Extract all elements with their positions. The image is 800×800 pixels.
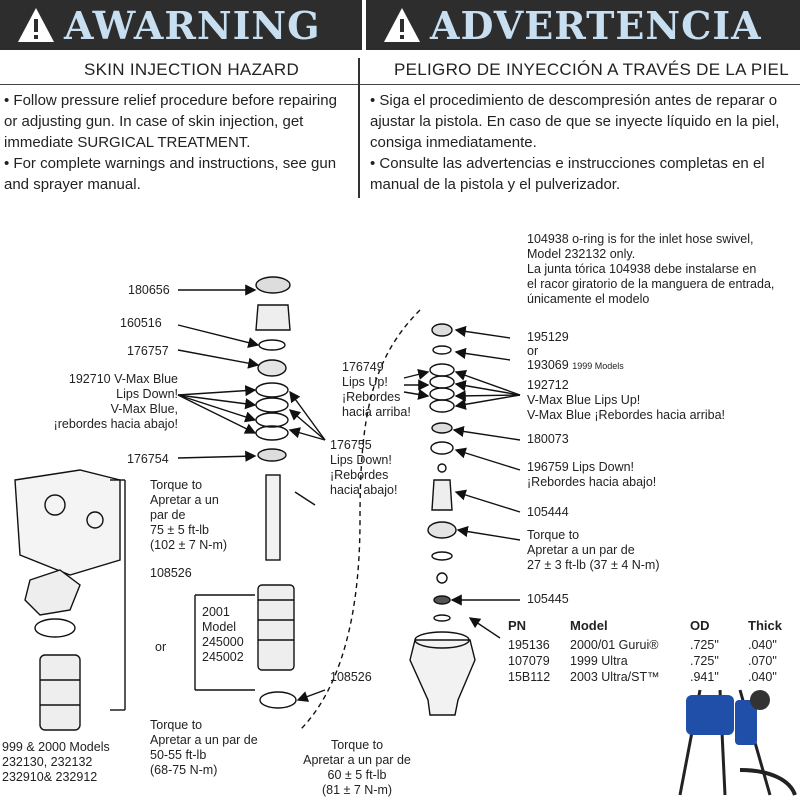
label-176754: 176754 [127, 452, 169, 466]
subtitle-en: SKIN INJECTION HAZARD [84, 60, 300, 79]
column-divider [358, 58, 360, 198]
label-105445: 105445 [527, 592, 569, 606]
bullet-es-2: • Consulte las advertencias e instruccio… [370, 155, 765, 193]
table-header-pn: PN [508, 618, 527, 633]
label-180073: 180073 [527, 432, 569, 446]
label-999-2000-models: 999 & 2000 Models 232130, 232132 232910&… [2, 740, 110, 784]
table-cell: 195136 [508, 638, 550, 652]
label-196759: 196759 Lips Down! ¡Rebordes hacia abajo! [527, 460, 657, 489]
table-cell: .040" [748, 670, 777, 684]
label-193069-note: 1999 Models [572, 361, 624, 371]
label-or-left: or [155, 640, 167, 654]
bullets-es: • Siga el procedimiento de descompresión… [370, 90, 800, 195]
label-160516: 160516 [120, 316, 162, 330]
sprayer-photo [678, 689, 797, 796]
label-torque-50-55: Torque to Apretar a un par de 50-55 ft-l… [150, 718, 258, 777]
table-cell: 15B112 [508, 670, 551, 684]
table-cell: .725" [690, 638, 719, 652]
label-176755: 176755 Lips Down! ¡Rebordes hacia abajo! [330, 438, 398, 497]
table-header-od: OD [690, 618, 710, 633]
label-195129: 195129 [527, 330, 569, 344]
bullets-en: • Follow pressure relief procedure befor… [4, 90, 354, 195]
oring-table: PN Model OD Thick 195136 2000/01 Gurui® … [508, 618, 798, 698]
label-176749: 176749 Lips Up! ¡Rebordes hacia arriba! [342, 360, 411, 419]
label-192712: 192712 V-Max Blue Lips Up! V-Max Blue ¡R… [527, 378, 726, 422]
table-cell: .070" [748, 654, 777, 668]
table-cell: 2003 Ultra/ST™ [570, 670, 660, 684]
bullet-es-1: • Siga el procedimiento de descompresión… [370, 92, 780, 151]
table-header-model: Model [570, 618, 608, 633]
label-torque-27: Torque to Apretar a un par de 27 ± 3 ft-… [527, 528, 660, 572]
bullet-en-1: • Follow pressure relief procedure befor… [4, 92, 337, 151]
label-193069-pn: 193069 [527, 358, 569, 372]
divider [0, 84, 800, 85]
label-108526-b: 108526 [330, 670, 372, 684]
subtitle-es: PELIGRO DE INYECCIÓN A TRAVÉS DE LA PIEL [394, 60, 789, 79]
label-192710: 192710 V-Max Blue Lips Down! V-Max Blue,… [53, 372, 178, 431]
warning-title-es: ADVERTENCIA [430, 2, 762, 48]
table-cell: 107079 [508, 654, 550, 668]
table-cell: .725" [690, 654, 719, 668]
table-cell: .941" [690, 670, 719, 684]
table-cell: .040" [748, 638, 777, 652]
warning-title-en: AWARNING [64, 2, 321, 48]
label-108526-a: 108526 [150, 566, 192, 580]
warning-banner-es: ADVERTENCIA [366, 0, 800, 50]
warning-triangle-icon [18, 8, 54, 42]
bullet-en-2: • For complete warnings and instructions… [4, 155, 337, 193]
table-cell: 2000/01 Gurui® [570, 638, 659, 652]
label-or-right: or [527, 344, 539, 358]
label-105444: 105444 [527, 505, 569, 519]
label-180656: 180656 [128, 283, 170, 297]
label-torque-60: Torque to Apretar a un par de 60 ± 5 ft-… [303, 738, 411, 797]
table-header-thick: Thick [748, 618, 782, 633]
warning-triangle-icon [384, 8, 420, 42]
label-2001-model: 2001 Model 245000 245002 [202, 605, 244, 664]
note-104938: 104938 o-ring is for the inlet hose swiv… [527, 232, 775, 306]
label-193069: 193069 1999 Models [527, 358, 624, 374]
table-cell: 1999 Ultra [570, 654, 628, 668]
label-176757: 176757 [127, 344, 169, 358]
warning-banner-en: AWARNING [0, 0, 362, 50]
label-torque-75: Torque to Apretar a un par de 75 ± 5 ft-… [150, 478, 228, 552]
